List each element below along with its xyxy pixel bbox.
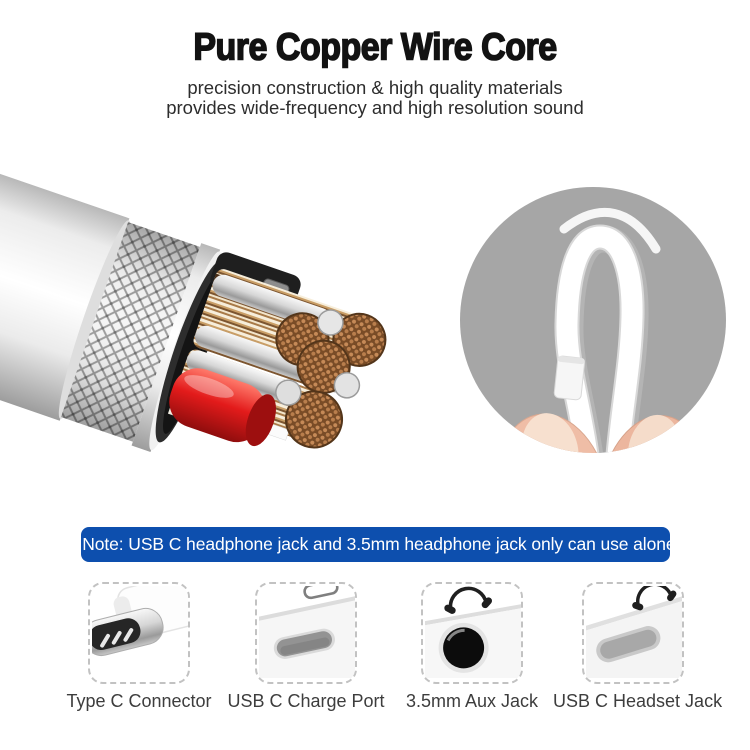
page-title: Pure Copper Wire Core [193,25,558,69]
feature-type-c-connector: Type C Connector [59,582,219,712]
usb-c-headset-jack-icon [582,582,684,684]
feature-usb-c-charge-port: USB C Charge Port [226,582,386,712]
feature-label: Type C Connector [66,691,212,711]
red-wire [169,368,266,443]
cable-cutaway-illustration [0,136,387,452]
subtitle-line-1: precision construction & high quality ma… [187,77,563,98]
usb-c-charge-port-icon [255,582,357,684]
feature-label: 3.5mm Aux Jack [405,691,539,711]
features-row: Type C Connector USB C Charge Port [0,582,750,722]
cable-group [0,136,387,452]
subtitle: precision construction & high quality ma… [0,78,750,118]
aux-jack-icon [421,582,523,684]
cable-jacket [0,136,130,421]
subtitle-line-2: provides wide-frequency and high resolut… [166,97,584,118]
left-fingertip [496,413,610,453]
strain-relief-collar [553,355,586,401]
type-c-connector-icon [88,582,190,684]
feature-label: USB C Headset Jack [553,691,723,711]
feature-usb-c-headset-jack: USB C Headset Jack [553,582,723,712]
highlight-swoosh [559,207,661,254]
note-banner: * Note: USB C headphone jack and 3.5mm h… [71,527,680,562]
feature-aux-jack: 3.5mm Aux Jack [392,582,552,712]
flexible-cable-photo [460,187,726,453]
silver-wire-tips [275,309,361,406]
feature-label: USB C Charge Port [227,691,385,711]
